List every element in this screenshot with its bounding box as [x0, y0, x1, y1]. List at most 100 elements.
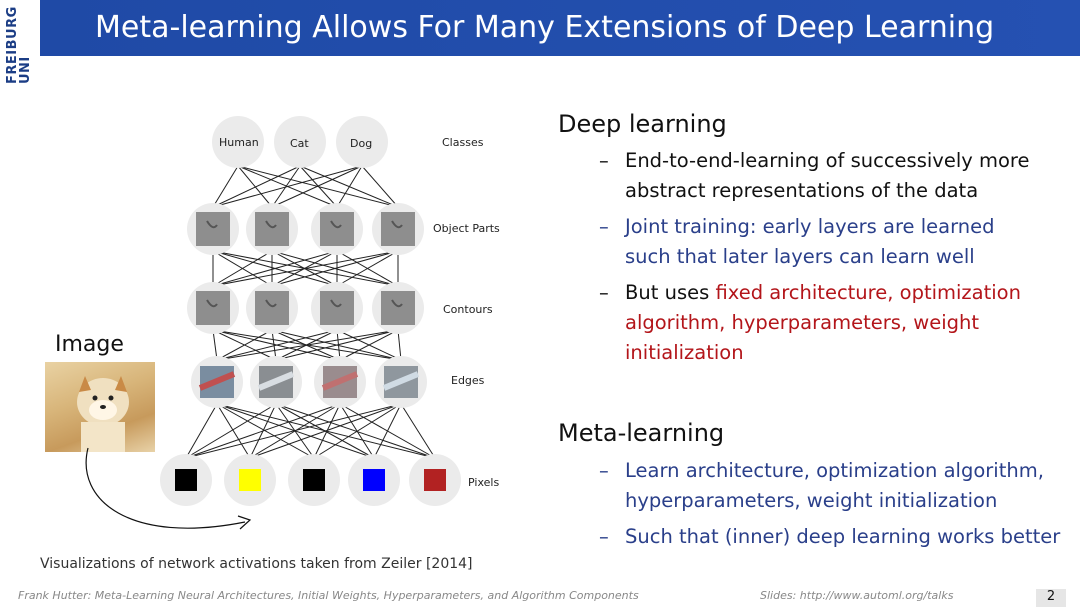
logo-line1: UNI [18, 56, 33, 84]
contours-node [311, 282, 363, 334]
network-edge [212, 165, 239, 208]
bullet-dash: – [599, 525, 609, 548]
network-edge [373, 403, 402, 459]
network-edge [397, 329, 402, 361]
bullet-text: End-to-end-learning of successively more [625, 149, 1030, 172]
network-edge [216, 329, 399, 361]
contours-node [372, 282, 424, 334]
slide-title: Meta-learning Allows For Many Extensions… [95, 10, 995, 45]
parts-node [246, 203, 298, 255]
network-edge [271, 329, 277, 361]
network-edge [216, 403, 251, 459]
image-to-pixels-arrow [85, 447, 252, 530]
footer-slides-link[interactable]: Slides: http://www.automl.org/talks [760, 589, 954, 602]
network-edge [299, 165, 338, 208]
class-node [212, 116, 264, 168]
class-label-dog: Dog [350, 137, 373, 150]
meta-learning-heading: Meta-learning [558, 419, 725, 447]
bullet-text: such that later layers can learn well [625, 245, 975, 268]
bullet-text: Joint training: early layers are learned [625, 215, 995, 238]
network-edge [313, 403, 402, 459]
network-edge [212, 250, 399, 287]
meta-learning-bullet-2: – Such that (inner) deep learning works … [599, 522, 1061, 552]
network-diagram [160, 116, 461, 506]
layer-label-pixels: Pixels [468, 476, 500, 489]
bullet-highlight: fixed architecture, optimization [715, 281, 1021, 304]
pixels-node [288, 454, 340, 506]
contours-node [246, 282, 298, 334]
pixels-node [160, 454, 212, 506]
bullet-text: Learn architecture, optimization algorit… [625, 459, 1044, 482]
network-edge [216, 329, 273, 361]
meta-learning-bullet-1: – Learn architecture, optimization algor… [599, 456, 1044, 516]
network-edge [361, 165, 399, 208]
contours-node [187, 282, 239, 334]
network-edge [275, 403, 436, 459]
network-edge [212, 165, 301, 208]
network-edge [313, 403, 341, 459]
pixels-node [224, 454, 276, 506]
layer-label-classes: Classes [442, 136, 484, 149]
bullet-dash: – [599, 149, 609, 172]
page-number: 2 [1036, 589, 1066, 607]
footer-citation: Frank Hutter: Meta-Learning Neural Archi… [18, 589, 639, 602]
deep-learning-bullet-2: – Joint training: early layers are learn… [599, 212, 995, 272]
image-label: Image [55, 332, 124, 357]
dog-photo [45, 362, 155, 452]
network-connections [185, 165, 436, 459]
bullet-text: But uses [625, 281, 716, 304]
slide-header: FREIBURG UNI Meta-learning Allows For Ma… [0, 0, 1080, 84]
network-edge [212, 250, 338, 287]
network-edge [185, 403, 218, 459]
layer-label-object-parts: Object Parts [433, 222, 500, 235]
network-edge [212, 165, 363, 208]
network-edge [185, 403, 402, 459]
network-edge [216, 329, 338, 361]
bullet-text: abstract representations of the data [625, 179, 979, 202]
deep-learning-bullet-1: – End-to-end-learning of successively mo… [599, 146, 1030, 206]
deep-learning-bullet-3: – But uses fixed architecture, optimizat… [599, 278, 1021, 368]
network-edge [336, 250, 399, 287]
edges-node [375, 356, 427, 408]
logo-text: FREIBURG UNI [5, 6, 33, 84]
network-edge [275, 329, 399, 361]
bullet-dash: – [599, 215, 609, 238]
bullet-highlight: algorithm, hyperparameters, weight [625, 311, 980, 334]
class-node [336, 116, 388, 168]
network-edge [400, 403, 436, 459]
parts-node [187, 203, 239, 255]
bullet-dash: – [599, 459, 609, 482]
edges-node [250, 356, 302, 408]
network-edge [185, 403, 277, 459]
network-edge [237, 165, 273, 208]
pixels-node [348, 454, 400, 506]
network-edge [212, 250, 273, 287]
class-label-cat: Cat [290, 137, 309, 150]
layer-label-edges: Edges [451, 374, 485, 387]
network-edge [339, 329, 399, 361]
layer-label-contours: Contours [443, 303, 493, 316]
bullet-text: Such that (inner) deep learning works be… [625, 525, 1061, 548]
parts-node [372, 203, 424, 255]
network-edge [185, 403, 341, 459]
network-edge [249, 403, 402, 459]
bullet-text: hyperparameters, weight initialization [625, 489, 998, 512]
class-label-human: Human [219, 136, 259, 149]
class-node [274, 116, 326, 168]
edges-node [191, 356, 243, 408]
pixels-node [409, 454, 461, 506]
deep-learning-heading: Deep learning [558, 110, 727, 138]
network-edge [212, 329, 218, 361]
dog-illustration [77, 376, 129, 452]
network-edge [271, 165, 363, 208]
network-nodes [160, 116, 461, 506]
network-edge [216, 403, 315, 459]
network-edge [336, 165, 363, 208]
university-logo: FREIBURG UNI [0, 0, 40, 90]
figure-caption: Visualizations of network activations ta… [40, 556, 473, 572]
bullet-dash: – [599, 281, 609, 304]
edges-node [314, 356, 366, 408]
bullet-highlight: initialization [625, 341, 744, 364]
network-edge [271, 250, 399, 287]
title-bar [40, 0, 1080, 56]
